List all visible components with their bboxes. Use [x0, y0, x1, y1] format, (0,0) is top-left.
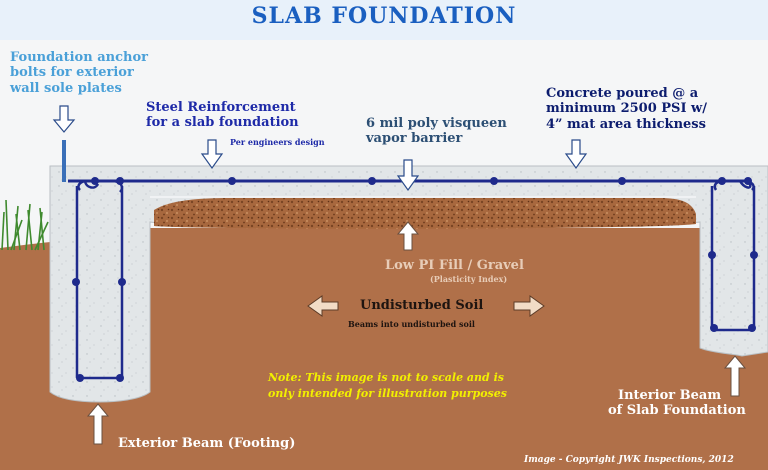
steel-reinforcement-label: Steel Reinforcement for a slab foundatio…: [146, 100, 299, 131]
anchor-bolts-label: Foundation anchor bolts for exterior wal…: [10, 50, 148, 96]
up-arrow-icon: [86, 221, 747, 445]
fill-gravel-label: Low PI Fill / Gravel: [385, 258, 524, 273]
anchor-bolt: [62, 140, 66, 182]
scale-note: Note: This image is not to scale and is …: [268, 371, 507, 400]
double-arrow-icon: [307, 295, 545, 317]
copyright-label: Image - Copyright JWK Inspections, 2012: [524, 455, 734, 465]
down-arrow-icon: [52, 105, 588, 192]
gravel-fill: [154, 198, 696, 229]
undisturbed-soil-label: Undisturbed Soil: [360, 298, 484, 313]
concrete-label: Concrete poured @ a minimum 2500 PSI w/ …: [546, 86, 707, 132]
soil: [0, 218, 768, 470]
title-band: [0, 0, 768, 40]
vapor-barrier-label: 6 mil poly visqueen vapor barrier: [366, 116, 507, 147]
page-title: SLAB FOUNDATION: [251, 3, 517, 29]
per-engineers-label: Per engineers design: [230, 137, 325, 147]
slab-rebar-dots: [228, 177, 626, 185]
exterior-beam-label: Exterior Beam (Footing): [118, 436, 296, 451]
right-rebar-dots: [708, 177, 758, 332]
beams-into-soil-label: Beams into undisturbed soil: [348, 319, 475, 329]
interior-beam-label: Interior Beam of Slab Foundation: [608, 388, 746, 419]
plasticity-index-label: (Plasticity Index): [430, 274, 508, 284]
grass-icon: [1, 199, 49, 251]
left-rebar-dots: [72, 177, 126, 382]
